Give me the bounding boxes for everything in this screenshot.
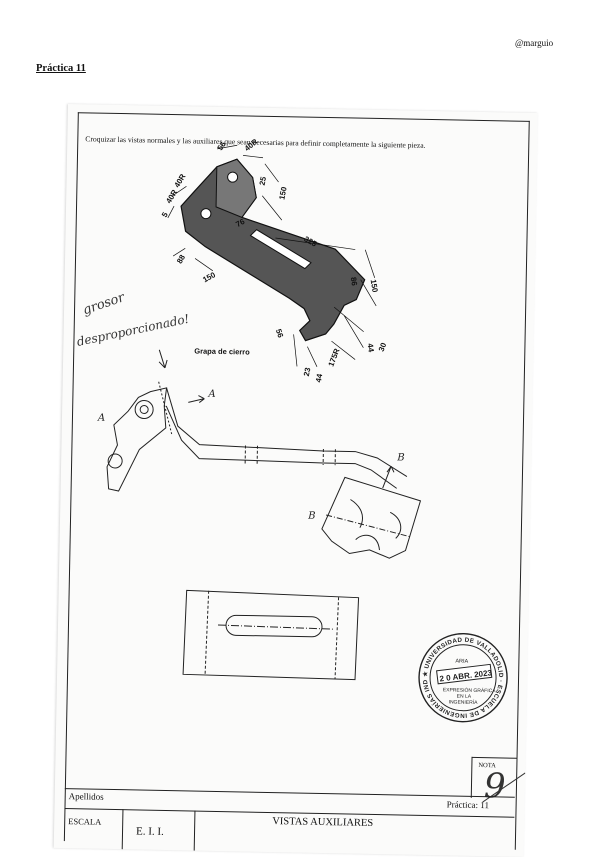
sketch-bottom-view <box>182 589 360 681</box>
surname-label: Apellidos <box>68 791 104 802</box>
stamp-line4: EN LA <box>457 694 472 700</box>
dim-label: 88 <box>175 253 188 266</box>
piece-upper-flange <box>215 158 257 218</box>
dim-label: 40R <box>243 137 260 153</box>
view-label-a-arrow: A <box>207 389 215 400</box>
isometric-piece <box>167 144 377 367</box>
dim-label: 56 <box>215 139 228 152</box>
dim-label: 40R <box>164 188 179 205</box>
stamp-line3: EXPRESIÓN GRÁFICA <box>443 686 497 694</box>
author-handle: @marguio <box>515 38 554 48</box>
note-arrow <box>158 349 168 369</box>
practice-title: Práctica 11 <box>36 63 86 74</box>
hole-upper <box>227 171 239 183</box>
drawing-area: 56 40R 25 150 40R 40R 76 5 325 88 150 86… <box>54 104 526 803</box>
stamp-line1: ARIA <box>455 659 468 665</box>
dim-label: 86 <box>349 276 359 287</box>
view-label-b-arrow: B <box>396 452 405 463</box>
dim-lines <box>167 144 377 367</box>
dim-label: 150 <box>277 185 288 200</box>
slot <box>249 229 312 270</box>
stamp-line5: INGENIERÍA <box>449 698 479 706</box>
dim-label: 56 <box>274 328 286 340</box>
dim-label: 175R <box>326 347 341 368</box>
sketch-view-b <box>321 465 422 559</box>
dim-label: 30 <box>377 341 389 353</box>
dim-label: 25 <box>258 175 269 186</box>
dim-label: 150 <box>369 279 380 294</box>
view-label-b: B <box>307 511 316 522</box>
dim-label: 150 <box>201 270 217 284</box>
sketch-view-a <box>106 381 408 492</box>
piece-body <box>180 158 366 342</box>
practice-number: Práctica: 11 <box>446 799 490 811</box>
piece-name: Grapa de cierro <box>194 346 250 357</box>
dim-label: 44 <box>314 372 325 383</box>
view-label-a: A <box>97 413 105 424</box>
dim-label: 44 <box>365 343 375 354</box>
scale-label: ESCALA <box>68 816 102 827</box>
dim-label: 5 <box>160 210 170 219</box>
hole-lower <box>200 208 212 220</box>
dim-label: 23 <box>302 366 313 377</box>
exercise-title: VISTAS AUXILIARES <box>272 816 374 829</box>
grade-check-mark <box>482 772 526 803</box>
grade-box: NOTA 9 <box>470 756 517 807</box>
scanned-sheet: Croquizar las vistas normales y las auxi… <box>53 104 538 857</box>
school-name: E. I. I. <box>135 825 164 838</box>
